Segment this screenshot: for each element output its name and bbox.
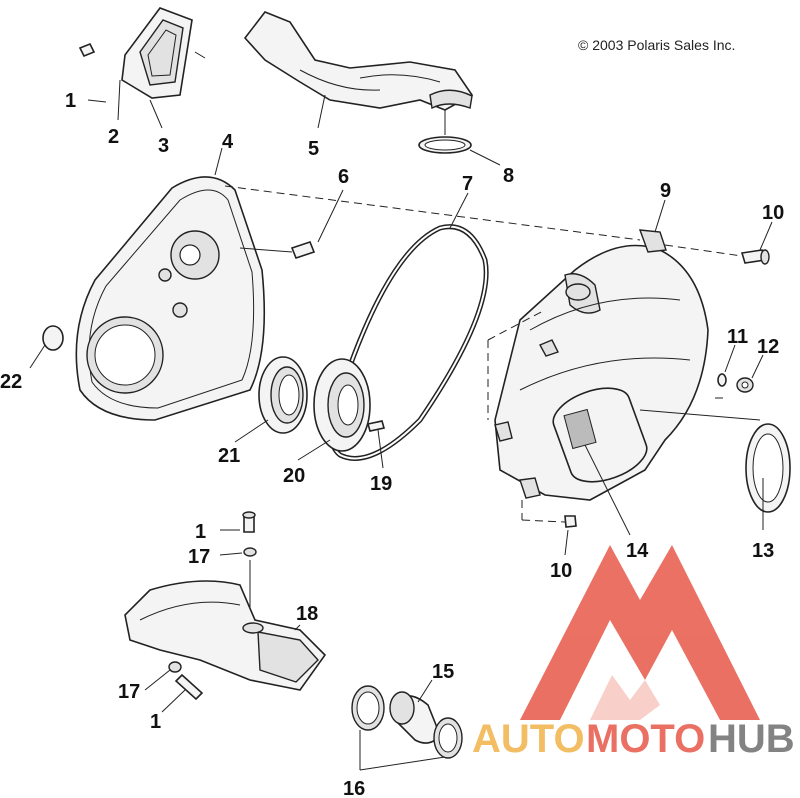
- callout-3: 3: [158, 135, 169, 157]
- callout-15: 15: [432, 661, 454, 683]
- part-seal-21: [258, 356, 308, 434]
- callout-8: 8: [503, 165, 514, 187]
- part-hose-clamp: [418, 136, 472, 154]
- copyright-text: © 2003 Polaris Sales Inc.: [578, 37, 735, 53]
- part-washer-11: [717, 373, 727, 387]
- callout-18: 18: [296, 603, 318, 625]
- watermark-logo-icon: [520, 545, 760, 720]
- part-screw-19: [366, 420, 386, 432]
- part-bearing-plate-20: [313, 358, 371, 452]
- part-clamp-16-right: [433, 717, 463, 759]
- callout-1-lower: 1: [150, 711, 161, 733]
- part-bolt-10-lower: [564, 515, 577, 528]
- part-inner-clutch-cover: [75, 176, 266, 421]
- automotohub-watermark: AUTO MOTO HUB: [472, 545, 795, 761]
- callout-6: 6: [338, 166, 349, 188]
- callout-13: 13: [752, 540, 774, 562]
- part-bolt-10-upper: [740, 249, 770, 265]
- callout-4: 4: [222, 131, 234, 153]
- part-outlet-duct-18: [124, 580, 327, 691]
- callout-10-upper: 10: [762, 202, 784, 224]
- callout-1-mid: 1: [195, 521, 206, 543]
- part-outer-clutch-cover: [494, 229, 709, 501]
- callout-1-top: 1: [65, 90, 76, 112]
- callout-14: 14: [626, 540, 649, 562]
- callout-10-lower: 10: [550, 560, 572, 582]
- callout-5: 5: [308, 138, 319, 160]
- part-plug-22: [42, 325, 64, 351]
- callout-9: 9: [660, 180, 671, 202]
- part-decal-13: [745, 423, 791, 513]
- part-coupler-15: [389, 691, 441, 744]
- callout-20: 20: [283, 465, 305, 487]
- callout-11: 11: [727, 326, 748, 348]
- part-washer-17-lower: [168, 661, 182, 673]
- part-bolt-top: [78, 42, 96, 58]
- part-bolt-6: [290, 241, 316, 259]
- part-clamp-16-left: [351, 685, 385, 731]
- callout-2: 2: [108, 126, 119, 148]
- callout-21: 21: [218, 445, 240, 467]
- leader-lines: [29, 79, 773, 771]
- part-intake-duct: [243, 11, 474, 111]
- callout-7: 7: [462, 173, 473, 195]
- callout-12: 12: [757, 336, 779, 358]
- part-washer-17-upper: [243, 547, 257, 557]
- callout-17-upper: 17: [188, 546, 210, 568]
- part-bolt-1-upper: [242, 511, 256, 533]
- callout-17-lower: 17: [118, 681, 140, 703]
- part-drive-belt: [328, 224, 489, 461]
- part-bolt-1-lower: [174, 673, 204, 701]
- watermark-word-moto: MOTO: [586, 717, 705, 761]
- part-nut-12: [736, 377, 754, 393]
- callout-22: 22: [0, 371, 22, 393]
- callout-19: 19: [370, 473, 392, 495]
- watermark-word-hub: HUB: [708, 717, 795, 761]
- watermark-word-auto: AUTO: [472, 717, 585, 761]
- part-intake-boot: [121, 7, 193, 99]
- callout-labels: 1 2 3 4 5 6 7 8 9 10 11 12 13 14 10 22 2…: [0, 90, 784, 798]
- callout-16: 16: [343, 778, 365, 798]
